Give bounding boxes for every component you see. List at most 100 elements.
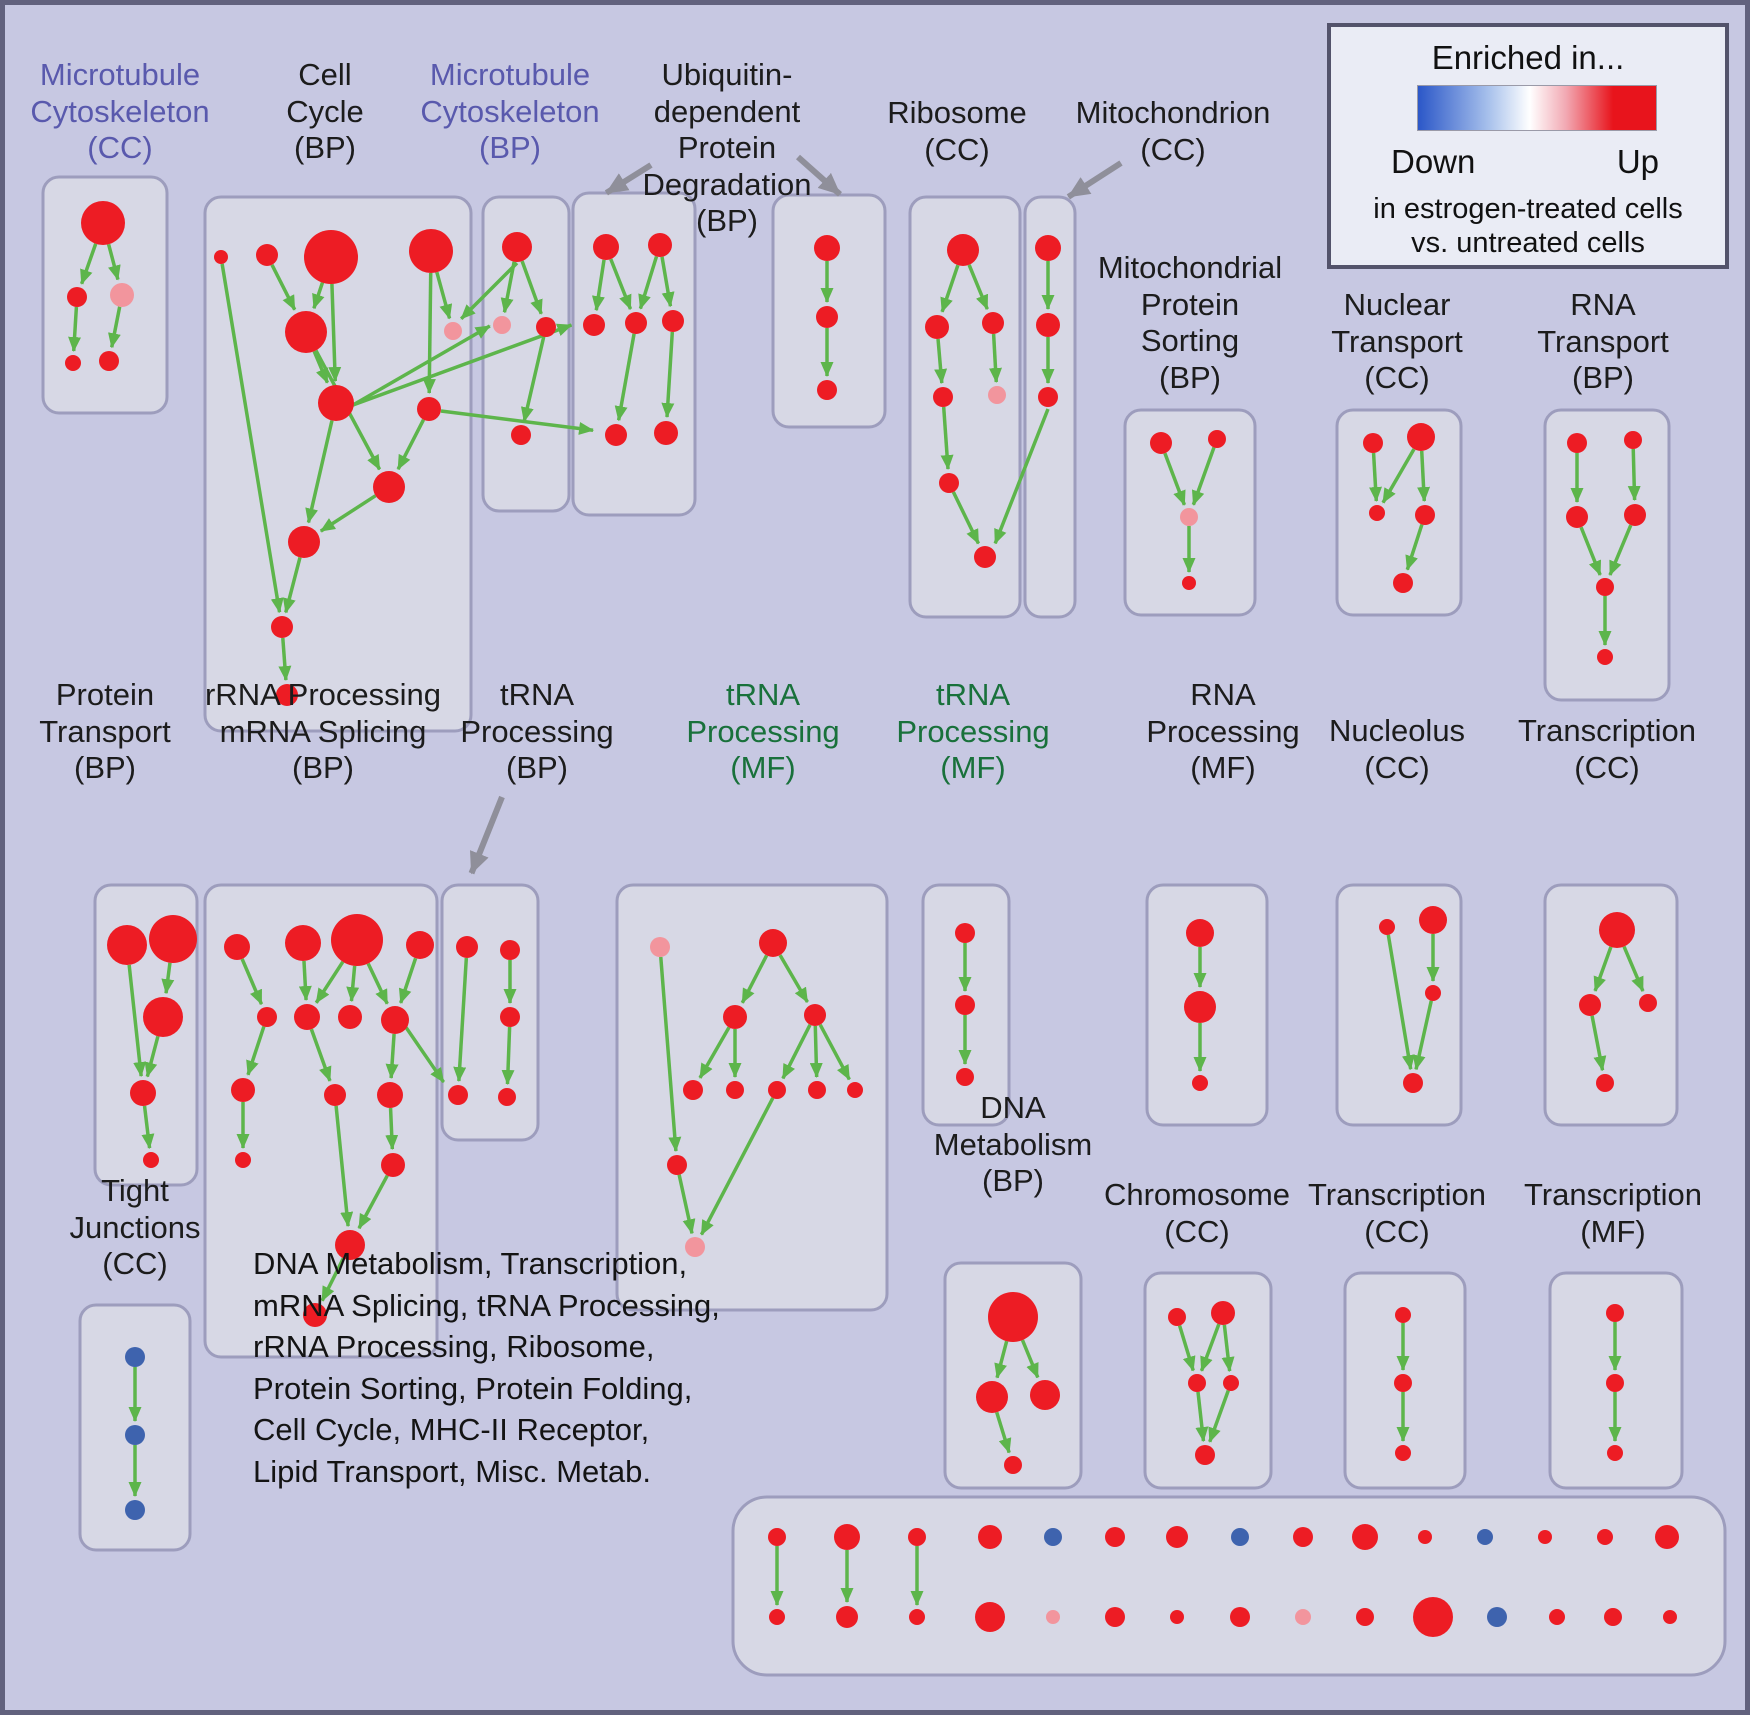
- edge-arrow: [68, 306, 82, 353]
- legend-subtitle-line2: vs. untreated cells: [1411, 227, 1645, 259]
- go-term-node: [1369, 505, 1385, 521]
- go-term-node: [847, 1082, 863, 1098]
- go-term-node: [1566, 506, 1588, 528]
- edge-arrow: [161, 962, 175, 995]
- group-box-ubiquitin-degradation-a: [571, 191, 697, 517]
- go-term-node: [130, 1080, 156, 1106]
- edge-arrow: [246, 1025, 266, 1076]
- go-term-node: [377, 1082, 403, 1108]
- edge-arrow: [1579, 526, 1602, 576]
- cross-edge-arrow: [440, 409, 595, 435]
- edge-arrow: [1405, 523, 1424, 571]
- legend: Enriched in... Down Up in estrogen-treat…: [1327, 23, 1729, 269]
- go-term-node: [110, 283, 134, 307]
- go-term-node: [988, 1292, 1038, 1342]
- legend-gradient-bar: [1417, 85, 1657, 131]
- cross-edge-arrow: [352, 323, 573, 407]
- go-term-node: [125, 1347, 145, 1367]
- go-term-node: [406, 931, 434, 959]
- edge-arrow: [422, 272, 436, 395]
- go-term-node: [583, 314, 605, 336]
- cross-edge-arrow: [993, 408, 1050, 545]
- edge-arrow: [1221, 1324, 1235, 1373]
- edge-arrow: [520, 260, 543, 315]
- go-term-node: [1211, 1301, 1235, 1325]
- go-term-node: [834, 1524, 860, 1550]
- group-label-mitochondrion-cc: Mitochondrion (CC): [1075, 95, 1271, 167]
- group-label-nuclear-transport-cc: Nuclear Transport (CC): [1331, 287, 1463, 396]
- go-term-node: [1395, 1445, 1411, 1461]
- go-term-node: [908, 1528, 926, 1546]
- group-box-misc-categories: [731, 1495, 1727, 1677]
- edge-arrow: [989, 333, 1002, 384]
- edge-arrow: [357, 1174, 389, 1230]
- go-term-node: [107, 925, 147, 965]
- misc-categories-text: DNA Metabolism, Transcription, mRNA Spli…: [253, 1246, 720, 1489]
- go-term-node: [500, 940, 520, 960]
- go-term-node: [381, 1006, 409, 1034]
- edge-arrow: [698, 1026, 731, 1079]
- edge-arrow: [79, 243, 98, 285]
- group-label-trna-processing-bp: tRNA Processing (BP): [460, 677, 614, 786]
- go-term-node: [1395, 1307, 1411, 1323]
- go-term-node: [288, 526, 320, 558]
- group-box-ribosome-cc: [908, 195, 1022, 619]
- go-term-node: [1231, 1528, 1249, 1546]
- edge-arrow: [1593, 946, 1613, 992]
- edge-arrow: [1191, 446, 1216, 506]
- edge-arrow: [282, 557, 302, 614]
- go-term-node: [493, 316, 511, 334]
- go-term-node: [662, 310, 684, 332]
- go-term-node: [1597, 649, 1613, 665]
- legend-title: Enriched in...: [1431, 39, 1625, 76]
- edge-arrow: [809, 1025, 823, 1079]
- go-term-node: [768, 1081, 786, 1099]
- go-term-node: [1182, 576, 1196, 590]
- go-term-node: [909, 1609, 925, 1625]
- go-term-node: [1046, 1610, 1060, 1624]
- go-term-node: [294, 1004, 320, 1030]
- go-term-node: [1150, 432, 1172, 454]
- go-term-node: [988, 386, 1006, 404]
- edge-arrow: [328, 283, 342, 383]
- go-term-node: [1363, 433, 1383, 453]
- go-term-node: [1425, 985, 1441, 1001]
- go-term-node: [502, 232, 532, 262]
- go-term-node: [925, 315, 949, 339]
- go-term-node: [1487, 1607, 1507, 1627]
- edge-arrow: [994, 1340, 1009, 1379]
- edge-arrow: [312, 350, 330, 384]
- group-label-mitochondrial-protein-sorting-bp: Mitochondrial Protein Sorting (BP): [1097, 250, 1283, 395]
- go-term-node: [1379, 919, 1395, 935]
- go-term-node: [81, 201, 125, 245]
- go-term-node: [648, 233, 672, 257]
- go-term-node: [1624, 431, 1642, 449]
- edge-arrow: [319, 494, 377, 533]
- go-term-node: [285, 925, 321, 961]
- edge-arrow: [127, 964, 147, 1078]
- go-term-node: [1188, 1374, 1206, 1392]
- go-term-node: [1394, 1374, 1412, 1392]
- edge-arrow: [609, 258, 633, 310]
- go-term-node: [768, 1528, 786, 1546]
- go-term-node: [1180, 508, 1198, 526]
- go-term-node: [444, 322, 462, 340]
- go-term-node: [836, 1606, 858, 1628]
- edge-arrow: [1195, 1391, 1209, 1443]
- go-term-node: [975, 1602, 1005, 1632]
- go-term-node: [303, 1303, 327, 1327]
- go-term-node: [99, 351, 119, 371]
- go-term-node: [955, 923, 975, 943]
- go-term-node: [1655, 1525, 1679, 1549]
- go-term-node: [1549, 1609, 1565, 1625]
- go-term-node: [1597, 1529, 1613, 1545]
- edge-arrow: [638, 255, 659, 310]
- group-label-transcription-cc-upper: Transcription (CC): [1517, 713, 1697, 785]
- edge-arrow: [778, 954, 809, 1003]
- go-term-node: [723, 1005, 747, 1029]
- go-term-node: [125, 1500, 145, 1520]
- edge-arrow: [435, 271, 453, 320]
- edge-arrow: [312, 282, 325, 310]
- go-term-node: [1293, 1527, 1313, 1547]
- group-label-microtubule-cytoskeleton-cc: Microtubule Cytoskeleton (CC): [30, 57, 210, 166]
